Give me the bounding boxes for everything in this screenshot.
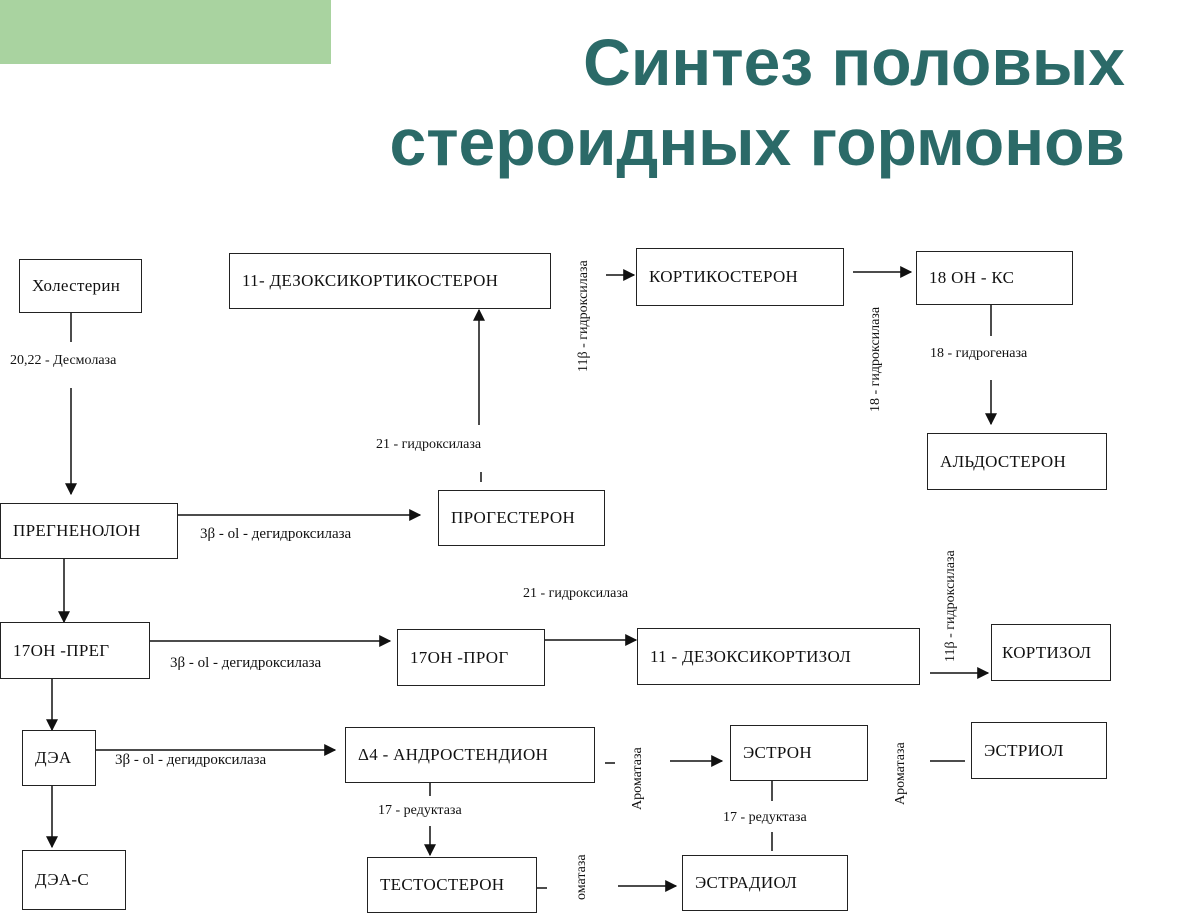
node-progesterone: ПРОГЕСТЕРОН	[438, 490, 605, 546]
title-line-2: стероидных гормонов	[389, 105, 1125, 179]
enzyme-dehydroxylase-17oh: 3β - ol - дегидроксилаза	[170, 655, 322, 671]
node-deoxycortisol: 11 - ДЕЗОКСИКОРТИЗОЛ	[637, 628, 920, 685]
node-testosterone: ТЕСТОСТЕРОН	[367, 857, 537, 913]
node-dea-s: ДЭА-С	[22, 850, 126, 910]
node-estrone: ЭСТРОН	[730, 725, 868, 781]
enzyme-hydrogenase-18: 18 - гидрогеназа	[930, 346, 1028, 361]
node-corticosterone: КОРТИКОСТЕРОН	[636, 248, 844, 306]
node-17oh-prog: 17ОН -ПРОГ	[397, 629, 545, 686]
node-deoxycorticosterone: 11- ДЕЗОКСИКОРТИКОСТЕРОН	[229, 253, 551, 309]
enzyme-aromatase-2: Ароматаза	[893, 742, 908, 805]
enzyme-dehydroxylase-preg: 3β - ol - дегидроксилаза	[200, 526, 352, 542]
enzyme-desmolase: 20,22 - Десмолаза	[10, 353, 117, 368]
enzyme-reductase-17-left: 17 - редуктаза	[378, 803, 462, 818]
enzyme-hydroxylase-21-mid: 21 - гидроксилаза	[523, 586, 629, 601]
node-aldosterone: АЛЬДОСТЕРОН	[927, 433, 1107, 490]
node-androstenedione: Δ4 - АНДРОСТЕНДИОН	[345, 727, 595, 783]
accent-bar	[0, 0, 331, 64]
node-17oh-preg: 17ОН -ПРЕГ	[0, 622, 150, 679]
page-title: Синтез половых стероидных гормонов	[389, 22, 1125, 182]
enzyme-hydroxylase-11b-top: 11β - гидроксилаза	[576, 260, 591, 372]
enzyme-hydroxylase-18: 18 - гидроксилаза	[868, 306, 883, 412]
enzyme-dehydroxylase-dea: 3β - ol - дегидроксилаза	[115, 752, 267, 768]
enzyme-aromatase-1: Ароматаза	[630, 747, 645, 810]
node-dea: ДЭА	[22, 730, 96, 786]
enzyme-hydroxylase-11b-right: 11β - гидроксилаза	[943, 550, 958, 662]
enzyme-hydroxylase-21-top: 21 - гидроксилаза	[376, 437, 482, 452]
node-pregnenolone: ПРЕГНЕНОЛОН	[0, 503, 178, 559]
title-line-1: Синтез половых	[583, 25, 1125, 99]
node-cholesterol: Холестерин	[19, 259, 142, 313]
node-cortisol: КОРТИЗОЛ	[991, 624, 1111, 681]
enzyme-aromatase-3: оматаза	[574, 854, 589, 900]
node-estradiol: ЭСТРАДИОЛ	[682, 855, 848, 911]
node-18oh-ks: 18 ОН - КС	[916, 251, 1073, 305]
enzyme-reductase-17-right: 17 - редуктаза	[723, 810, 807, 825]
node-estriol: ЭСТРИОЛ	[971, 722, 1107, 779]
